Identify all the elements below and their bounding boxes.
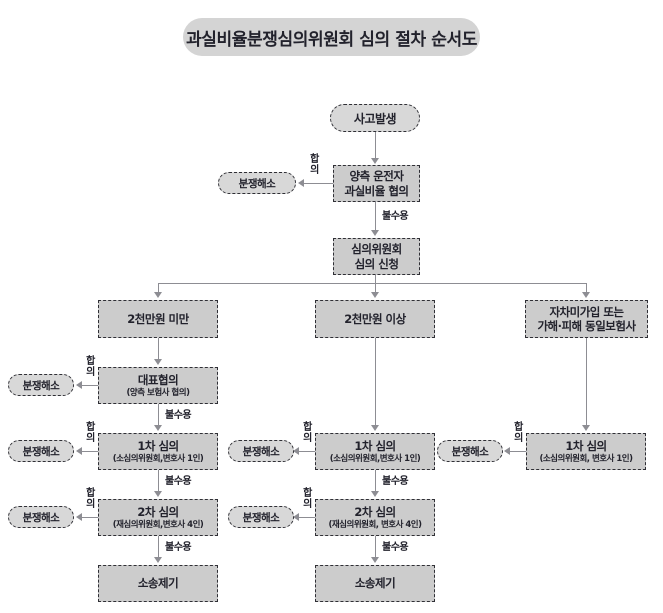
connector-split-to-center <box>375 283 376 293</box>
connector-split-bus <box>158 283 586 284</box>
connector-second-to-lawsuit-left <box>158 536 159 558</box>
terminator-resolved-negotiation: 분쟁해소 <box>218 172 296 194</box>
page-title: 과실비율분쟁심의위원회 심의 절차 순서도 <box>183 18 480 56</box>
connector-second-center-to-resolved <box>299 517 315 518</box>
terminator-resolved-second-center: 분쟁해소 <box>228 506 294 528</box>
node-rep-consult: 대표협의 (양측 보험사 협의) <box>98 367 218 404</box>
connector-split-to-left <box>158 283 159 293</box>
edge-label-reject-second-center: 불수용 <box>382 542 409 553</box>
arrowhead-split-to-left <box>154 292 162 298</box>
terminator-resolved-first-left: 분쟁해소 <box>8 440 74 462</box>
connector-first-right-to-resolved <box>510 451 526 452</box>
node-application-line2: 심의 신청 <box>354 256 399 271</box>
node-lawsuit-left-label: 소송제기 <box>137 576 179 591</box>
node-second-review-left: 2차 심의 (재심의위원회,변호사 4인) <box>98 499 218 536</box>
node-lawsuit-left: 소송제기 <box>98 565 218 602</box>
connector-first-to-second-left <box>158 470 159 492</box>
arrowhead-branch-left-to-rep <box>154 359 162 365</box>
node-second-review-center-label: 2차 심의 <box>354 504 396 519</box>
terminator-resolved-first-center: 분쟁해소 <box>228 440 294 462</box>
node-lawsuit-center: 소송제기 <box>315 565 435 602</box>
connector-accident-to-negotiation <box>375 132 376 159</box>
arrowhead-first-left-to-resolved <box>76 447 82 455</box>
arrowhead-rep-to-first-left <box>154 425 162 431</box>
edge-label-agree-second-center: 합의 <box>303 488 312 510</box>
edge-label-reject-rep-left: 불수용 <box>165 410 192 421</box>
arrowhead-negotiation-to-resolved <box>298 179 304 187</box>
node-first-review-left-sub: (소심의위원회,변호사 1인) <box>112 453 204 464</box>
node-second-review-center: 2차 심의 (재심의위원회, 변호사 4인) <box>315 499 435 536</box>
edge-label-agree-second-left: 합의 <box>86 488 95 510</box>
edge-label-agree-negotiation: 합의 <box>310 154 319 176</box>
arrowhead-split-to-center <box>371 292 379 298</box>
connector-split-to-right <box>586 283 587 293</box>
node-second-review-left-label: 2차 심의 <box>137 504 179 519</box>
arrowhead-first-to-second-left <box>154 491 162 497</box>
connector-negotiation-to-resolved <box>304 183 333 184</box>
terminator-resolved-rep-consult: 분쟁해소 <box>8 374 74 396</box>
connector-first-center-to-resolved <box>299 451 315 452</box>
node-branch-no-collision-or-same-insurer: 자차미가입 또는 가해·피해 동일보험사 <box>525 300 648 338</box>
arrowhead-second-center-to-resolved <box>293 513 299 521</box>
connector-branch-right-to-first <box>586 338 587 426</box>
node-rep-consult-sub: (양측 보험사 협의) <box>126 387 190 398</box>
terminator-resolved-second-left: 분쟁해소 <box>8 506 74 528</box>
connector-first-to-second-center <box>375 470 376 492</box>
node-first-review-left-label: 1차 심의 <box>137 438 179 453</box>
node-first-review-center-label: 1차 심의 <box>354 438 396 453</box>
node-branch-over-20m: 2천만원 이상 <box>315 300 435 338</box>
edge-label-reject-negotiation: 불수용 <box>382 211 409 222</box>
edge-label-agree-first-right: 합의 <box>514 422 523 444</box>
node-negotiation-line2: 과실비율 협의 <box>344 183 409 198</box>
arrowhead-split-to-right <box>582 292 590 298</box>
node-application: 심의위원회 심의 신청 <box>333 238 420 275</box>
connector-negotiation-to-application <box>375 202 376 231</box>
node-negotiation-line1: 양측 운전자 <box>349 169 404 184</box>
node-branch-under-20m-label: 2천만원 미만 <box>127 311 189 326</box>
arrowhead-branch-center-to-first <box>371 425 379 431</box>
node-branch-over-20m-label: 2천만원 이상 <box>344 311 406 326</box>
node-first-review-right-sub: (소심의위원회, 변호사 1인) <box>539 453 633 464</box>
node-accident: 사고발생 <box>330 104 420 132</box>
edge-label-agree-rep: 합의 <box>86 356 95 378</box>
node-second-review-center-sub: (재심의위원회, 변호사 4인) <box>328 519 422 530</box>
node-lawsuit-center-label: 소송제기 <box>354 576 396 591</box>
arrowhead-first-center-to-resolved <box>293 447 299 455</box>
edge-label-reject-second-left: 불수용 <box>165 542 192 553</box>
arrowhead-first-right-to-resolved <box>504 447 510 455</box>
node-rep-consult-label: 대표협의 <box>137 372 179 387</box>
edge-label-agree-first-left: 합의 <box>86 422 95 444</box>
arrowhead-branch-right-to-first <box>582 425 590 431</box>
connector-rep-to-resolved <box>82 385 98 386</box>
arrowhead-second-to-lawsuit-center <box>371 557 379 563</box>
arrowhead-negotiation-to-application <box>371 230 379 236</box>
edge-label-reject-first-left: 불수용 <box>165 476 192 487</box>
edge-label-reject-first-center: 불수용 <box>382 476 409 487</box>
terminator-resolved-first-right: 분쟁해소 <box>437 440 503 462</box>
arrowhead-first-to-second-center <box>371 491 379 497</box>
connector-rep-to-first-left <box>158 404 159 426</box>
connector-branch-left-to-rep <box>158 338 159 360</box>
connector-split-stem <box>375 275 376 283</box>
node-first-review-right-label: 1차 심의 <box>565 438 607 453</box>
node-first-review-center-sub: (소심의위원회,변호사 1인) <box>329 453 421 464</box>
arrowhead-second-left-to-resolved <box>76 513 82 521</box>
connector-branch-center-to-first <box>375 338 376 426</box>
connector-second-left-to-resolved <box>82 517 98 518</box>
connector-second-to-lawsuit-center <box>375 536 376 558</box>
arrowhead-rep-to-resolved <box>76 381 82 389</box>
node-first-review-right: 1차 심의 (소심의위원회, 변호사 1인) <box>526 433 646 470</box>
connector-first-left-to-resolved <box>82 451 98 452</box>
node-branch-right-line1: 자차미가입 또는 <box>549 304 624 319</box>
node-negotiation: 양측 운전자 과실비율 협의 <box>333 165 420 202</box>
node-branch-right-line2: 가해·피해 동일보험사 <box>537 319 636 333</box>
edge-label-agree-first-center: 합의 <box>303 422 312 444</box>
node-branch-under-20m: 2천만원 미만 <box>98 300 218 338</box>
node-second-review-left-sub: (재심의위원회,변호사 4인) <box>112 519 204 530</box>
node-application-line1: 심의위원회 <box>351 242 402 257</box>
node-first-review-center: 1차 심의 (소심의위원회,변호사 1인) <box>315 433 435 470</box>
arrowhead-second-to-lawsuit-left <box>154 557 162 563</box>
node-first-review-left: 1차 심의 (소심의위원회,변호사 1인) <box>98 433 218 470</box>
arrowhead-accident-to-negotiation <box>371 158 379 164</box>
